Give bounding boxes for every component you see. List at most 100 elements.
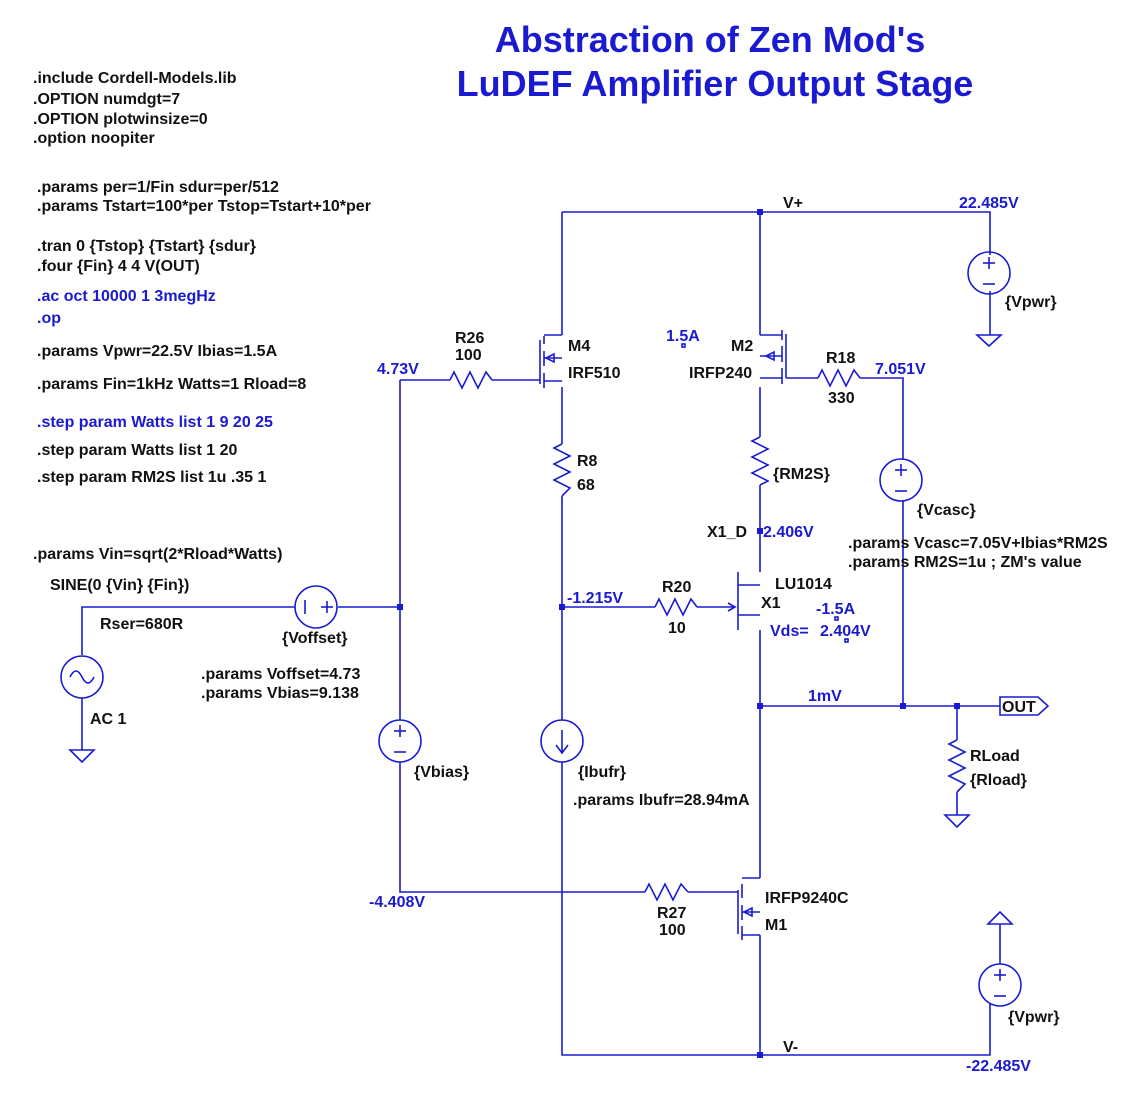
m2-model: IRFP240 <box>689 365 752 382</box>
mosfet-m4[interactable] <box>539 334 562 388</box>
grounds <box>68 334 1014 925</box>
ground-icon <box>974 334 1004 348</box>
x1-d-label: X1_D <box>707 524 747 541</box>
probe-marker <box>681 343 686 348</box>
r18-name: R18 <box>826 350 855 367</box>
directive-params-vpwr[interactable]: .params Vpwr=22.5V Ibias=1.5A <box>37 343 278 360</box>
resistor-rm2s[interactable] <box>750 436 770 486</box>
voffset-source[interactable] <box>294 585 338 629</box>
directive-include[interactable]: .include Cordell-Models.lib <box>33 70 237 87</box>
directive-step-watts-1[interactable]: .step param Watts list 1 9 20 25 <box>37 414 273 431</box>
directive-params-vbias[interactable]: .params Vbias=9.138 <box>201 685 359 702</box>
x1-model: LU1014 <box>775 576 832 593</box>
directive-params-voffset[interactable]: .params Voffset=4.73 <box>201 666 360 683</box>
r20-annotation: -1.215V <box>567 590 623 607</box>
directive-params-fin[interactable]: .params Fin=1kHz Watts=1 Rload=8 <box>37 376 306 393</box>
resistor-r26[interactable] <box>449 370 493 390</box>
junction-left-node <box>397 604 403 610</box>
resistor-r27[interactable] <box>644 882 689 902</box>
vpwr-top-source[interactable] <box>967 251 1011 295</box>
r20-name: R20 <box>662 579 691 596</box>
r18-value: 330 <box>828 390 855 407</box>
resistors <box>449 368 967 902</box>
resistor-r18[interactable] <box>817 368 861 388</box>
wire-bottom-rail <box>561 762 991 1056</box>
ac-voltage-source[interactable] <box>60 655 104 699</box>
rload-value: {Rload} <box>970 772 1027 789</box>
vplus-label: V+ <box>783 195 803 212</box>
r26-value: 100 <box>455 347 482 364</box>
vpwr-bottom-source[interactable] <box>978 963 1022 1007</box>
x1-name: X1 <box>761 595 781 612</box>
m4-gate-annotation: 4.73V <box>377 361 419 378</box>
r8-value: 68 <box>577 477 595 494</box>
vcasc-label: {Vcasc} <box>917 502 976 519</box>
wire-r18 <box>786 377 904 460</box>
directive-ac[interactable]: .ac oct 10000 1 3megHz <box>37 288 216 305</box>
r20-value: 10 <box>668 620 686 637</box>
directive-op[interactable]: .op <box>37 310 61 327</box>
probe-marker <box>844 638 849 643</box>
directive-params-vin[interactable]: .params Vin=sqrt(2*Rload*Watts) <box>33 546 282 563</box>
vneg-annotation: -22.485V <box>966 1058 1031 1075</box>
directive-params-ibufr[interactable]: .params Ibufr=28.94mA <box>573 792 750 809</box>
title-line-2: LuDEF Amplifier Output Stage <box>457 63 974 104</box>
rm2s-value: {RM2S} <box>773 466 830 483</box>
ibufr-label: {Ibufr} <box>578 764 626 781</box>
directive-step-watts-2[interactable]: .step param Watts list 1 20 <box>37 442 237 459</box>
directive-step-rm2s[interactable]: .step param RM2S list 1u .35 1 <box>37 469 267 486</box>
directive-params-per[interactable]: .params per=1/Fin sdur=per/512 <box>37 179 279 196</box>
m2-name: M2 <box>731 338 753 355</box>
m2-current-annotation: 1.5A <box>666 328 700 345</box>
vpwr-bottom-label: {Vpwr} <box>1008 1009 1060 1026</box>
m4-name: M4 <box>568 338 590 355</box>
directive-params-rm2s[interactable]: .params RM2S=1u ; ZM's value <box>848 554 1082 571</box>
resistor-r8[interactable] <box>552 443 572 497</box>
vpos-annotation: 22.485V <box>959 195 1019 212</box>
junction-out-mid <box>900 703 906 709</box>
source-sine-label: SINE(0 {Vin} {Fin}) <box>50 577 189 594</box>
output-port[interactable] <box>999 696 1050 716</box>
r27-value: 100 <box>659 922 686 939</box>
source-rser-label: Rser=680R <box>100 616 184 633</box>
resistor-rload[interactable] <box>947 739 967 793</box>
directive-tran[interactable]: .tran 0 {Tstop} {Tstart} {sdur} <box>37 238 256 255</box>
junction-out-right <box>954 703 960 709</box>
ground-icon <box>68 749 96 764</box>
mosfet-m2[interactable] <box>760 330 787 384</box>
mosfet-m1[interactable] <box>737 877 760 940</box>
source-ac-label: AC 1 <box>90 711 127 728</box>
wire-source <box>81 606 295 655</box>
directive-four[interactable]: .four {Fin} 4 4 V(OUT) <box>37 258 200 275</box>
vcasc-source[interactable] <box>879 458 923 502</box>
junctions <box>397 209 960 1058</box>
wires <box>81 211 1001 1056</box>
x1-vds-annotation: 2.404V <box>820 623 871 640</box>
component-labels: SINE(0 {Vin} {Fin}) Rser=680R AC 1 {Voff… <box>50 195 1108 1056</box>
vbias-label: {Vbias} <box>414 764 469 781</box>
ibufr-current-source[interactable] <box>540 719 584 763</box>
vbias-source[interactable] <box>378 719 422 763</box>
r27-name: R27 <box>657 905 686 922</box>
voffset-label: {Voffset} <box>282 630 348 647</box>
wire-top-rail <box>562 211 991 255</box>
r18-annotation: 7.051V <box>875 361 926 378</box>
vminus-label: V- <box>783 1039 798 1056</box>
directive-plotwinsize[interactable]: .OPTION plotwinsize=0 <box>33 111 208 128</box>
m1-model: IRFP9240C <box>765 890 849 907</box>
op-annotations: 22.485V -22.485V 4.73V 7.051V 1.5A -1.21… <box>369 195 1031 1075</box>
directive-params-tstart[interactable]: .params Tstart=100*per Tstop=Tstart+10*p… <box>37 198 371 215</box>
r8-name: R8 <box>577 453 598 470</box>
directive-numdgt[interactable]: .OPTION numdgt=7 <box>33 91 180 108</box>
sources <box>60 251 1022 1007</box>
m4-model: IRF510 <box>568 365 621 382</box>
directive-noopiter[interactable]: .option noopiter <box>33 130 155 147</box>
x1-current-annotation: -1.5A <box>816 601 856 618</box>
m1-gate-annotation: -4.408V <box>369 894 425 911</box>
x1-d-annotation: 2.406V <box>763 524 814 541</box>
resistor-r20[interactable] <box>654 597 698 617</box>
jfet-x1[interactable] <box>727 572 760 630</box>
out-annotation: 1mV <box>808 688 842 705</box>
directive-params-vcasc[interactable]: .params Vcasc=7.05V+Ibias*RM2S <box>848 535 1108 552</box>
